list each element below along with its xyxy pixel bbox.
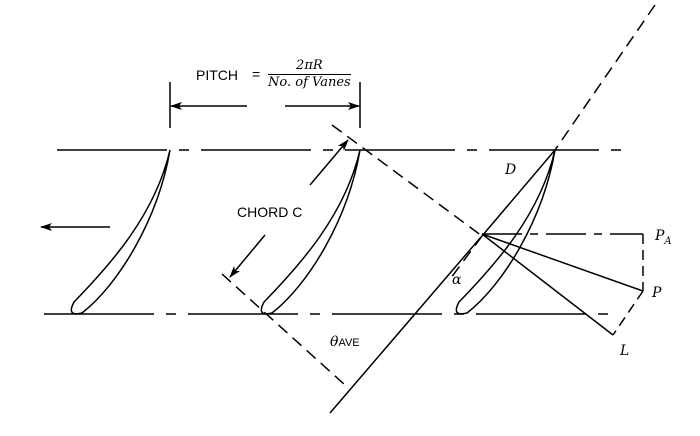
pitch-label: PITCH	[196, 67, 238, 83]
stagger-line-dashed-top	[554, 4, 656, 151]
pitch-equals: =	[252, 66, 261, 82]
label-p: P	[652, 285, 662, 301]
pitch-numerator: 2πR	[268, 58, 351, 75]
pitch-denominator: No. of Vanes	[268, 75, 351, 90]
blade-1	[70, 149, 171, 315]
chord-arrow-down	[229, 234, 266, 278]
chord-arrow-up	[309, 139, 349, 186]
stagger-line-solid-lower	[329, 236, 482, 414]
label-pa-main: P	[655, 228, 665, 244]
force-p-line	[481, 233, 644, 292]
chord-perpendicular-dashed	[221, 273, 346, 386]
label-pa: PA	[655, 228, 672, 247]
label-alpha: α	[452, 272, 462, 288]
label-d: D	[505, 162, 517, 178]
p-l-dashed	[612, 290, 644, 336]
blade-3	[455, 149, 556, 315]
pitch-formula: 2πR No. of Vanes	[268, 58, 351, 90]
chord-dashed-line	[331, 124, 483, 237]
blade-2	[260, 149, 361, 315]
label-theta-ave: θAVE	[330, 333, 360, 351]
label-l: L	[620, 343, 630, 359]
stagger-line-solid	[481, 149, 556, 237]
label-pa-sub: A	[664, 235, 672, 247]
force-l-line	[481, 233, 614, 336]
label-theta-sub: AVE	[338, 337, 360, 349]
stagger-line-dashed-mid	[447, 235, 483, 283]
label-theta: θ	[330, 334, 339, 350]
chord-label: CHORD C	[237, 204, 303, 220]
